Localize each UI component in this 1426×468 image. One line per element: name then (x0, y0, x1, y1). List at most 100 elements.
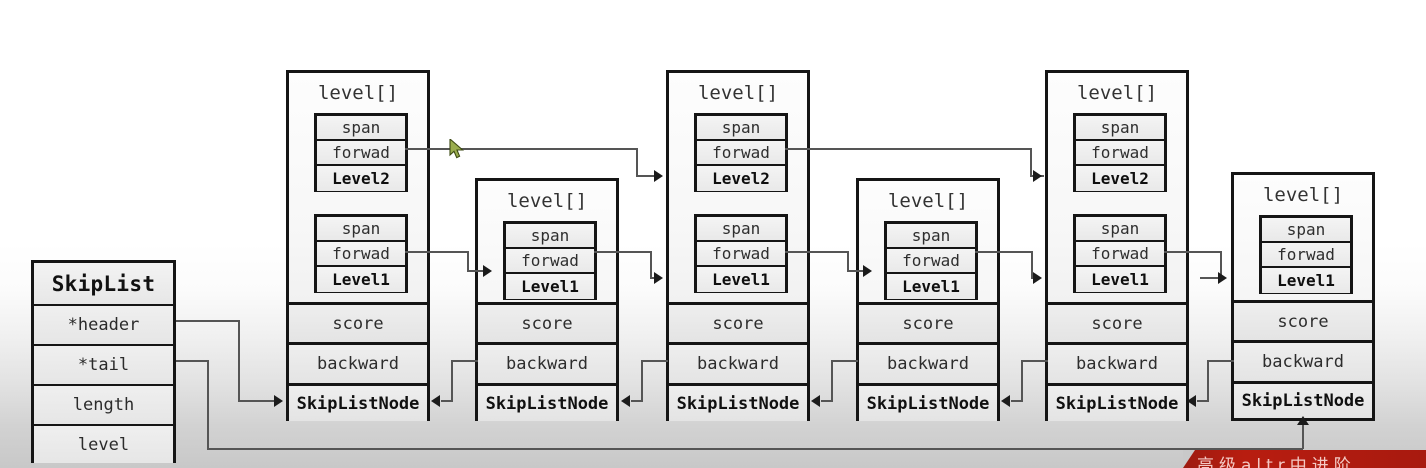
level2-link-1-3-h2 (636, 175, 656, 177)
skiplist-node-5: level[] span forwad Level2 span forwad L… (1045, 70, 1189, 421)
header-pointer-line-h1 (176, 320, 239, 322)
node-6-level1-label: Level1 (1262, 268, 1350, 293)
skiplist-node-1: level[] span forwad Level2 span forwad L… (286, 70, 430, 421)
node-3-level1-forward: forwad (697, 242, 785, 267)
node-4-score: score (859, 302, 997, 342)
node-3-type: SkipListNode (669, 383, 807, 421)
node-5-type: SkipListNode (1048, 383, 1186, 421)
node-6-type: SkipListNode (1234, 381, 1372, 418)
node-2-backward: backward (478, 342, 616, 383)
backward-link-6-5-h2 (1197, 400, 1209, 402)
backward-link-2-1-h1 (451, 360, 478, 362)
banner-text: 高级altr中进阶 (1197, 456, 1356, 468)
node-5-level1-group: span forwad Level1 (1073, 214, 1167, 293)
skiplist-title: SkipList (34, 263, 173, 304)
node-2-level1-forward: forwad (506, 249, 594, 274)
node-2-level1-group: span forwad Level1 (503, 221, 597, 300)
level1-link-5-6-h1 (1164, 251, 1222, 253)
node-4-backward: backward (859, 342, 997, 383)
backward-link-6-5-v (1207, 360, 1209, 401)
node-2-level1-label: Level1 (506, 274, 594, 299)
level1-link-3-4-v (847, 251, 849, 271)
level1-link-4-5-h1 (975, 251, 1033, 253)
level2-link-1-3-arrow (654, 170, 663, 182)
backward-link-4-3-arrow (811, 395, 820, 407)
level1-link-5-6-arrow (1218, 272, 1227, 284)
node-5-level-array-label: level[] (1076, 82, 1158, 104)
node-3-level1-span: span (697, 217, 785, 242)
node-2-type: SkipListNode (478, 383, 616, 421)
node-4-level1-forward: forwad (887, 249, 975, 274)
node-3-level1-label: Level1 (697, 267, 785, 292)
node-5-level1-span: span (1076, 217, 1164, 242)
backward-link-4-3-v (831, 360, 833, 401)
level1-link-3-4-h2 (847, 270, 865, 272)
level1-link-1-2-h1 (405, 251, 468, 253)
level1-link-1-2-h2 (467, 270, 485, 272)
bottom-red-banner: 高级altr中进阶 (1183, 450, 1426, 468)
node-5-score: score (1048, 302, 1186, 342)
node-1-level1-span: span (317, 217, 405, 242)
node-2-level1-span: span (506, 224, 594, 249)
skiplist-field-length: length (34, 384, 173, 424)
node-1-level1-label: Level1 (317, 267, 405, 292)
node-2-score: score (478, 302, 616, 342)
node-5-level2-span: span (1076, 116, 1164, 141)
node-5-level1-forward: forwad (1076, 242, 1164, 267)
tail-pointer-line-h1 (176, 360, 208, 362)
backward-link-5-4-h2 (1011, 400, 1023, 402)
backward-link-5-4-h1 (1021, 360, 1048, 362)
level1-link-2-3-h1 (594, 251, 652, 253)
skiplist-node-2: level[] span forwad Level1 score backwar… (475, 178, 619, 421)
tail-pointer-line-v2 (1302, 424, 1304, 449)
backward-link-2-1-arrow (431, 395, 440, 407)
level1-link-1-2-v (467, 251, 469, 271)
node-3-level2-group: span forwad Level2 (694, 113, 788, 192)
node-1-level2-group: span forwad Level2 (314, 113, 408, 192)
node-1-backward: backward (289, 342, 427, 383)
node-6-level1-span: span (1262, 218, 1350, 243)
node-1-type: SkipListNode (289, 383, 427, 421)
backward-link-3-2-h2 (631, 400, 643, 402)
backward-link-3-2-v (641, 360, 643, 401)
node-4-level1-label: Level1 (887, 274, 975, 299)
node-3-level2-span: span (697, 116, 785, 141)
backward-link-3-2-arrow (621, 395, 630, 407)
backward-link-4-3-h1 (831, 360, 858, 362)
tail-pointer-line-h2 (207, 448, 1303, 450)
skiplist-struct-box: SkipList *header *tail length level (31, 260, 176, 463)
tail-pointer-line-v1 (207, 360, 209, 449)
skiplist-field-level: level (34, 424, 173, 463)
node-6-level1-forward: forwad (1262, 243, 1350, 268)
backward-link-2-1-h2 (441, 400, 453, 402)
node-2-level-array-label: level[] (506, 190, 588, 212)
node-5-level2-label: Level2 (1076, 166, 1164, 191)
level1-link-5-6-h2 (1200, 277, 1220, 279)
node-3-score: score (669, 302, 807, 342)
node-6-level-array-label: level[] (1262, 184, 1344, 206)
header-pointer-line-h2 (238, 400, 276, 402)
level1-link-4-5-v (1031, 251, 1033, 278)
node-5-backward: backward (1048, 342, 1186, 383)
node-5-level2-group: span forwad Level2 (1073, 113, 1167, 192)
level1-link-4-5-arrow (1033, 272, 1042, 284)
node-4-level-array-label: level[] (887, 190, 969, 212)
node-1-level1-group: span forwad Level1 (314, 214, 408, 293)
node-1-level2-span: span (317, 116, 405, 141)
node-3-backward: backward (669, 342, 807, 383)
banner-notch-icon (1183, 450, 1195, 468)
backward-link-2-1-v (451, 360, 453, 401)
backward-link-5-4-arrow (1001, 395, 1010, 407)
level1-link-5-6-v (1220, 251, 1222, 278)
node-1-level1-forward: forwad (317, 242, 405, 267)
level1-link-2-3-v (650, 251, 652, 278)
node-3-level-array-label: level[] (697, 82, 779, 104)
node-3-level2-forward: forwad (697, 141, 785, 166)
level2-link-3-5-h1 (785, 148, 1032, 150)
level1-link-1-2-arrow (483, 265, 492, 277)
node-3-level2-label: Level2 (697, 166, 785, 191)
backward-link-3-2-h1 (641, 360, 668, 362)
tail-pointer-arrow (1297, 416, 1309, 425)
node-6-score: score (1234, 300, 1372, 340)
